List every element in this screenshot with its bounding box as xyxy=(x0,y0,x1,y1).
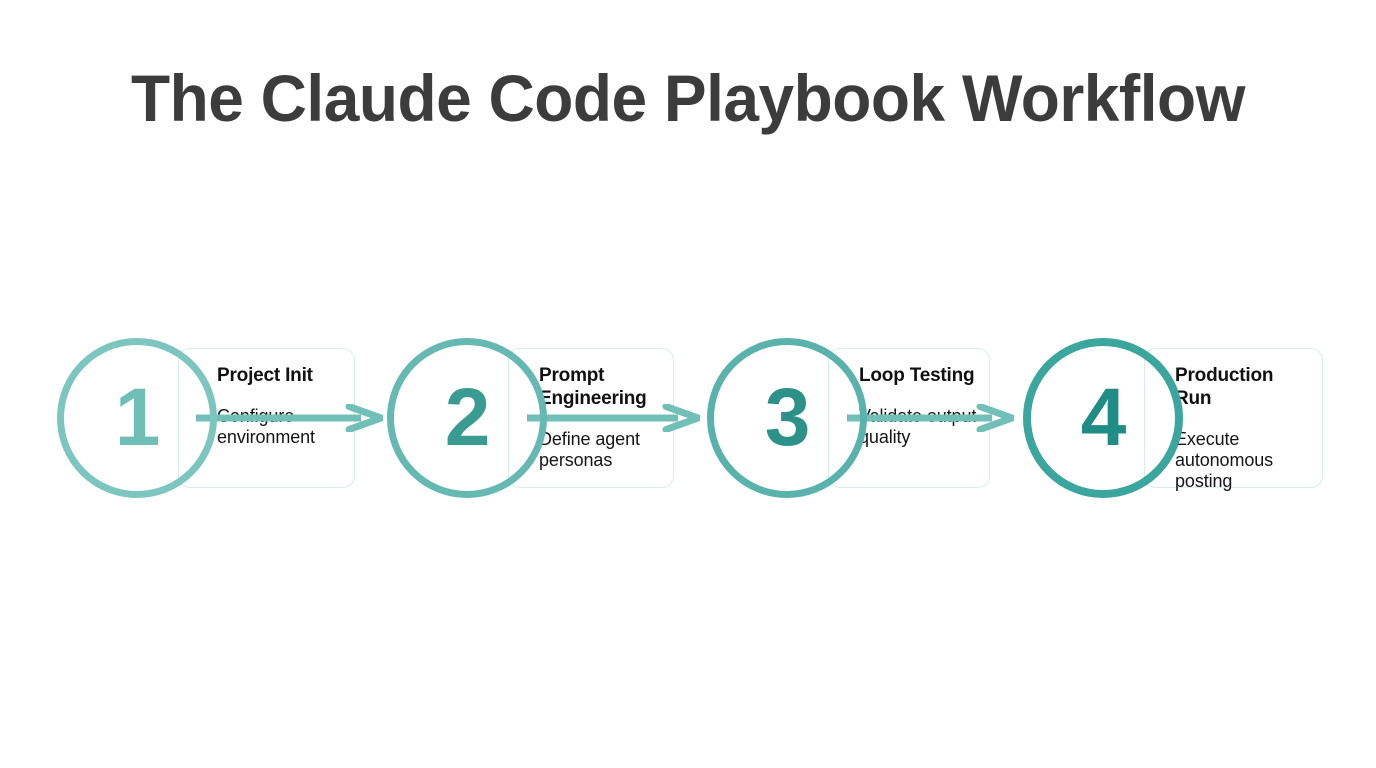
arrow-step-3-to-4 xyxy=(847,404,1014,432)
step-circle-4[interactable]: 4 xyxy=(1023,338,1183,498)
step-title: Project Init xyxy=(217,365,313,386)
step-title: Loop Testing xyxy=(859,365,975,386)
step-number: 1 xyxy=(114,372,161,463)
step-circle-3[interactable]: 3 xyxy=(707,338,867,498)
step-number: 4 xyxy=(1080,372,1127,463)
step-title: Production Run xyxy=(1175,365,1274,409)
step-description: Execute autonomous posting xyxy=(1175,429,1274,491)
step-circle-2[interactable]: 2 xyxy=(387,338,547,498)
arrow-step-1-to-2 xyxy=(196,404,383,432)
step-number: 3 xyxy=(764,372,811,463)
step-description: Define agent personas xyxy=(539,429,640,470)
arrow-step-2-to-3 xyxy=(527,404,700,432)
step-title: Prompt Engineering xyxy=(539,365,647,409)
step-number: 2 xyxy=(444,372,491,463)
step-circle-1[interactable]: 1 xyxy=(57,338,217,498)
page-title: The Claude Code Playbook Workflow xyxy=(131,61,1245,135)
